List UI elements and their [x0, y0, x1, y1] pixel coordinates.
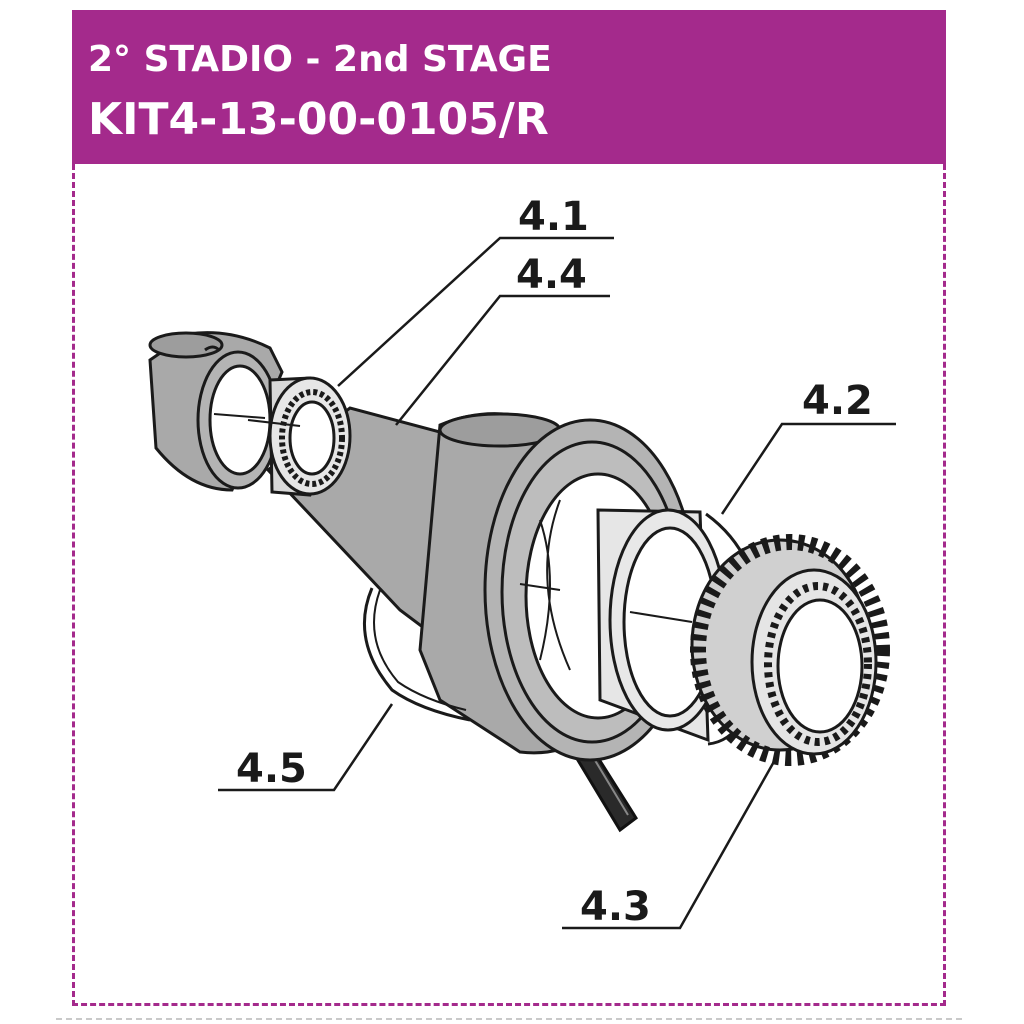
callout-4-5: 4.5 — [218, 703, 394, 792]
callout-4-4: 4.4 — [395, 252, 610, 426]
kit-header: 2° STADIO - 2nd STAGE KIT4-13-00-0105/R — [72, 10, 946, 164]
snap-ring-4-5 — [362, 587, 471, 722]
stage-subtitle: 2° STADIO - 2nd STAGE — [88, 39, 552, 80]
callout-4-3: 4.3 — [562, 757, 778, 930]
kit-code-title: KIT4-13-00-0105/R — [88, 94, 549, 145]
callout-label-4-4: 4.4 — [516, 252, 587, 298]
callout-4-2: 4.2 — [720, 378, 896, 515]
splined-ring-4-3 — [690, 534, 890, 766]
bottom-divider — [56, 1018, 962, 1020]
callout-label-4-3: 4.3 — [580, 884, 651, 930]
callout-4-1: 4.1 — [337, 194, 614, 387]
callout-label-4-5: 4.5 — [236, 746, 307, 792]
left-boss — [148, 331, 284, 492]
callout-label-4-2: 4.2 — [802, 378, 873, 424]
callout-label-4-1: 4.1 — [518, 194, 589, 240]
needle-bearing-4-1 — [247, 376, 352, 497]
diagram-frame — [72, 164, 946, 1006]
